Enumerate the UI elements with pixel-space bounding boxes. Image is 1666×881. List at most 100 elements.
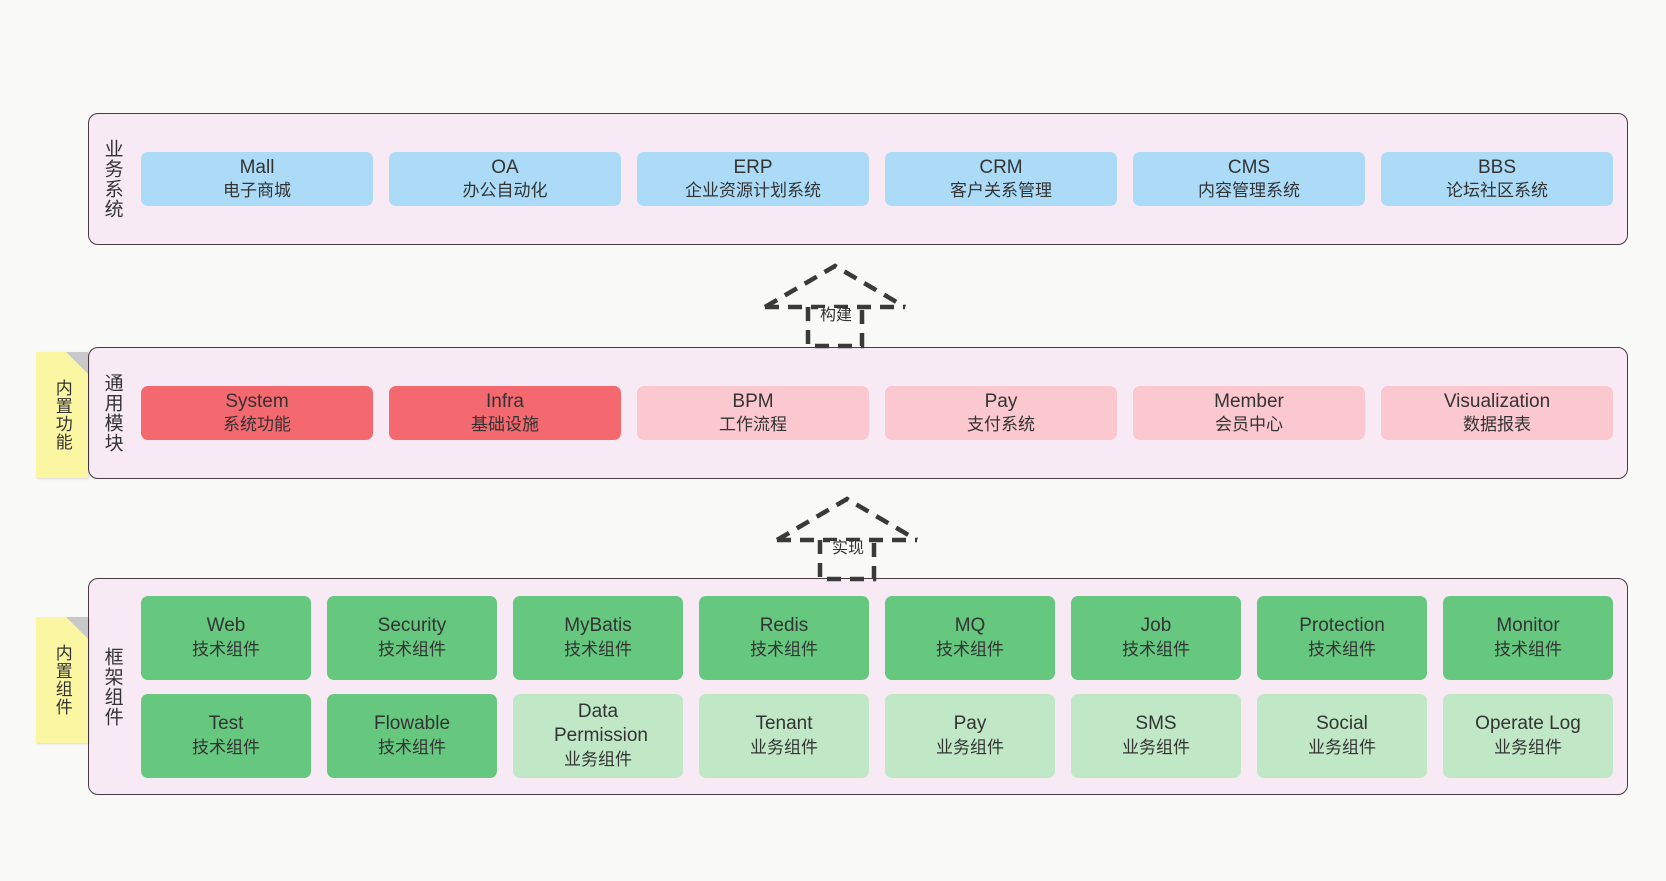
box-infra[interactable]: Infra 基础设施 xyxy=(389,385,621,441)
box-mq-subtitle: 技术组件 xyxy=(936,639,1004,659)
box-bpm-title: BPM xyxy=(732,390,774,412)
box-crm[interactable]: CRM 客户关系管理 xyxy=(885,151,1117,207)
box-security-title: Security xyxy=(377,615,447,637)
implement-arrow-icon xyxy=(775,496,919,582)
layer-body-common: System 系统功能 Infra 基础设施 BPM 工作流程 Pay 支付系统… xyxy=(135,348,1627,478)
box-tenant-subtitle: 业务组件 xyxy=(750,737,818,757)
box-crm-title: CRM xyxy=(979,156,1023,178)
layer-title-framework: 框架组件 xyxy=(101,646,123,727)
box-flowable-title: Flowable xyxy=(373,713,451,735)
box-mall[interactable]: Mall 电子商城 xyxy=(141,151,373,207)
box-visualization-title: Visualization xyxy=(1443,390,1551,412)
box-test-subtitle: 技术组件 xyxy=(192,737,260,757)
box-oa-title: OA xyxy=(491,156,519,178)
box-protection-subtitle: 技术组件 xyxy=(1308,639,1376,659)
box-system[interactable]: System 系统功能 xyxy=(141,385,373,441)
box-monitor-title: Monitor xyxy=(1496,615,1560,637)
box-bpm-subtitle: 工作流程 xyxy=(719,415,787,435)
build-arrow-icon xyxy=(763,263,907,349)
note-builtin-features: 内置功能 xyxy=(36,352,88,478)
layer-body-framework: Web 技术组件 Security 技术组件 MyBatis 技术组件 Redi… xyxy=(135,579,1627,794)
box-member[interactable]: Member 会员中心 xyxy=(1133,385,1365,441)
box-mall-title: Mall xyxy=(239,156,275,178)
box-test[interactable]: Test 技术组件 xyxy=(141,693,311,778)
box-erp[interactable]: ERP 企业资源计划系统 xyxy=(637,151,869,207)
note-builtin-components: 内置组件 xyxy=(36,617,88,743)
connector-build-label: 构建 xyxy=(818,307,855,324)
row-common: System 系统功能 Infra 基础设施 BPM 工作流程 Pay 支付系统… xyxy=(141,385,1613,441)
box-pay-module[interactable]: Pay 支付系统 xyxy=(885,385,1117,441)
note-fold-corner-icon xyxy=(66,352,88,374)
box-pay-module-title: Pay xyxy=(984,390,1018,412)
box-visualization[interactable]: Visualization 数据报表 xyxy=(1381,385,1613,441)
box-job-title: Job xyxy=(1140,615,1172,637)
box-pay-component-subtitle: 业务组件 xyxy=(936,737,1004,757)
box-mq[interactable]: MQ 技术组件 xyxy=(885,595,1055,680)
box-operate-log[interactable]: Operate Log 业务组件 xyxy=(1443,693,1613,778)
note-builtin-features-label: 内置功能 xyxy=(52,379,72,451)
box-data-permission-subtitle: 业务组件 xyxy=(564,750,632,770)
box-protection[interactable]: Protection 技术组件 xyxy=(1257,595,1427,680)
box-web-subtitle: 技术组件 xyxy=(192,639,260,659)
box-cms[interactable]: CMS 内容管理系统 xyxy=(1133,151,1365,207)
box-sms-title: SMS xyxy=(1135,713,1177,735)
box-erp-subtitle: 企业资源计划系统 xyxy=(685,181,821,201)
layer-title-common: 通用模块 xyxy=(101,373,123,453)
box-flowable[interactable]: Flowable 技术组件 xyxy=(327,693,497,778)
box-infra-title: Infra xyxy=(485,390,525,412)
layer-title-business: 业务系统 xyxy=(101,139,123,219)
box-job-subtitle: 技术组件 xyxy=(1122,639,1190,659)
box-mybatis-title: MyBatis xyxy=(564,615,632,637)
box-system-title: System xyxy=(225,390,289,412)
box-test-title: Test xyxy=(208,713,244,735)
box-mybatis-subtitle: 技术组件 xyxy=(564,639,632,659)
layer-body-business: Mall 电子商城 OA 办公自动化 ERP 企业资源计划系统 CRM 客户关系… xyxy=(135,114,1627,244)
box-job[interactable]: Job 技术组件 xyxy=(1071,595,1241,680)
box-sms-subtitle: 业务组件 xyxy=(1122,737,1190,757)
box-redis-title: Redis xyxy=(759,615,809,637)
box-oa[interactable]: OA 办公自动化 xyxy=(389,151,621,207)
box-tenant-title: Tenant xyxy=(755,713,813,735)
box-bbs-title: BBS xyxy=(1477,156,1517,178)
box-redis-subtitle: 技术组件 xyxy=(750,639,818,659)
layer-framework-components: 框架组件 Web 技术组件 Security 技术组件 MyBatis 技术组件… xyxy=(88,578,1628,795)
box-member-title: Member xyxy=(1214,390,1284,412)
box-system-subtitle: 系统功能 xyxy=(223,415,291,435)
box-mq-title: MQ xyxy=(954,615,986,637)
box-redis[interactable]: Redis 技术组件 xyxy=(699,595,869,680)
box-social-subtitle: 业务组件 xyxy=(1308,737,1376,757)
box-protection-title: Protection xyxy=(1299,615,1385,637)
box-security[interactable]: Security 技术组件 xyxy=(327,595,497,680)
box-bpm[interactable]: BPM 工作流程 xyxy=(637,385,869,441)
layer-business-systems: 业务系统 Mall 电子商城 OA 办公自动化 ERP 企业资源计划系统 CRM… xyxy=(88,113,1628,245)
row-framework-tech: Web 技术组件 Security 技术组件 MyBatis 技术组件 Redi… xyxy=(141,595,1613,680)
box-social-title: Social xyxy=(1316,713,1368,735)
note-fold-corner-icon xyxy=(66,617,88,639)
box-oa-subtitle: 办公自动化 xyxy=(462,181,548,201)
box-data-permission[interactable]: Data Permission 业务组件 xyxy=(513,693,683,778)
box-mall-subtitle: 电子商城 xyxy=(223,181,291,201)
box-web[interactable]: Web 技术组件 xyxy=(141,595,311,680)
box-monitor[interactable]: Monitor 技术组件 xyxy=(1443,595,1613,680)
connector-implement: 实现 xyxy=(772,495,922,582)
box-security-subtitle: 技术组件 xyxy=(378,639,446,659)
box-pay-component[interactable]: Pay 业务组件 xyxy=(885,693,1055,778)
box-flowable-subtitle: 技术组件 xyxy=(378,737,446,757)
box-infra-subtitle: 基础设施 xyxy=(471,415,539,435)
box-operate-log-title: Operate Log xyxy=(1475,713,1581,735)
box-pay-module-subtitle: 支付系统 xyxy=(967,415,1035,435)
box-cms-subtitle: 内容管理系统 xyxy=(1198,181,1300,201)
box-social[interactable]: Social 业务组件 xyxy=(1257,693,1427,778)
note-builtin-components-label: 内置组件 xyxy=(52,644,72,716)
box-visualization-subtitle: 数据报表 xyxy=(1463,415,1531,435)
box-tenant[interactable]: Tenant 业务组件 xyxy=(699,693,869,778)
box-web-title: Web xyxy=(206,615,246,637)
box-bbs[interactable]: BBS 论坛社区系统 xyxy=(1381,151,1613,207)
box-member-subtitle: 会员中心 xyxy=(1215,415,1283,435)
box-sms[interactable]: SMS 业务组件 xyxy=(1071,693,1241,778)
layer-common-modules: 通用模块 System 系统功能 Infra 基础设施 BPM 工作流程 Pay… xyxy=(88,347,1628,479)
box-erp-title: ERP xyxy=(733,156,773,178)
connector-implement-label: 实现 xyxy=(830,540,867,557)
box-mybatis[interactable]: MyBatis 技术组件 xyxy=(513,595,683,680)
